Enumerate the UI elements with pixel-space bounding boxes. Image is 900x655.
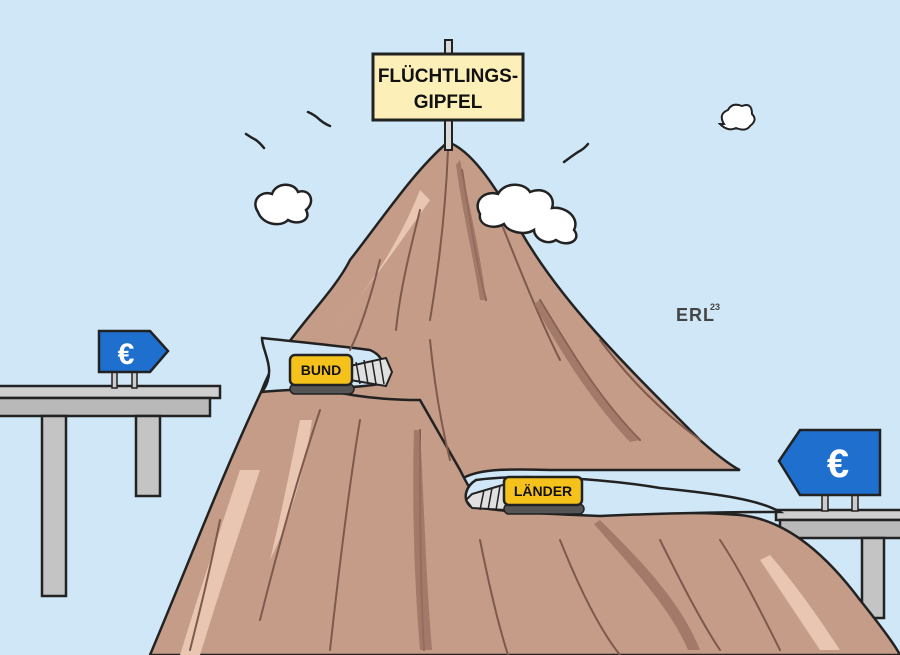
- artist-signature: ERL 23: [676, 302, 720, 325]
- summit-sign-line1: FLÜCHTLINGS-: [378, 66, 518, 87]
- signature-text: ERL: [676, 305, 715, 325]
- drill-bund: BUND: [288, 353, 394, 395]
- summit-sign-line2: GIPFEL: [414, 92, 483, 113]
- left-bridge: [0, 384, 222, 598]
- drill-laender-label: LÄNDER: [514, 483, 572, 499]
- bird: [562, 142, 590, 164]
- bird: [306, 110, 332, 128]
- right-euro-sign: €: [777, 428, 882, 512]
- drill-bund-label: BUND: [301, 362, 341, 378]
- clouds: [254, 183, 578, 245]
- summit-sign: FLÜCHTLINGS- GIPFEL: [371, 39, 525, 151]
- signature-year: 23: [710, 302, 720, 312]
- right-euro-symbol: €: [827, 442, 849, 486]
- right-bridge: [774, 508, 900, 620]
- mountain: [148, 140, 900, 655]
- cloud: [476, 183, 578, 245]
- cloud-small: [717, 103, 756, 131]
- drill-laender: LÄNDER: [464, 475, 585, 515]
- bird: [244, 132, 266, 150]
- left-euro-symbol: €: [118, 338, 135, 371]
- left-euro-sign: €: [97, 329, 170, 389]
- cloud: [254, 183, 313, 226]
- birds: [244, 110, 590, 164]
